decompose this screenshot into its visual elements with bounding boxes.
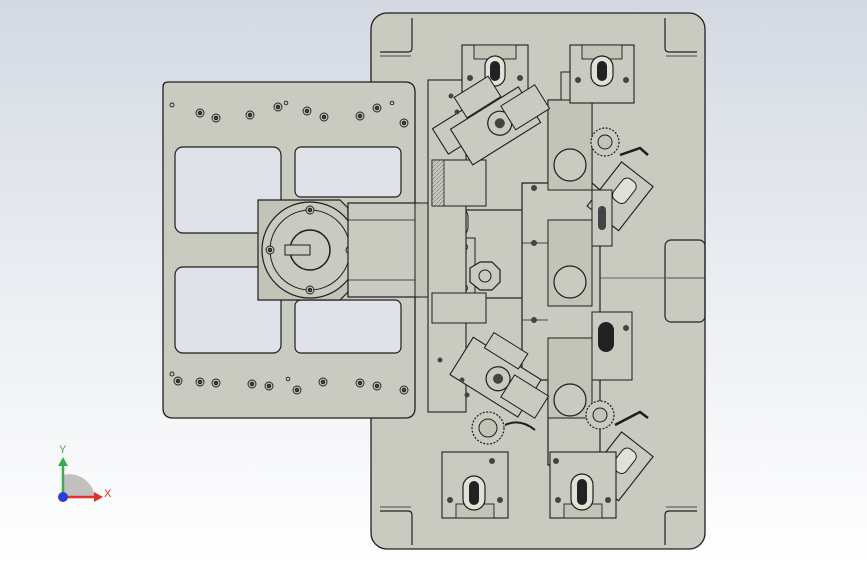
z-axis-dot [58, 492, 68, 502]
toggle-clamp-top-left[interactable] [425, 58, 554, 173]
y-arrow-icon [58, 457, 68, 466]
side-block-right-upper [591, 189, 613, 247]
axis-triad: X Y [58, 444, 112, 502]
z-arc [63, 474, 95, 497]
clamp-block-top-right[interactable] [569, 44, 635, 104]
x-axis-label: X [104, 488, 112, 500]
hole-row-top [169, 100, 409, 128]
rotary-flange[interactable] [257, 199, 359, 301]
gear-cluster-bottom-left [471, 411, 536, 445]
clamp-block-bottom-right[interactable] [549, 451, 617, 519]
y-axis-label: Y [59, 444, 67, 456]
clamp-block-bottom-left[interactable] [441, 451, 509, 519]
x-arrow-icon [94, 492, 103, 502]
side-block-right-lower [591, 311, 633, 381]
base-bolts [437, 93, 470, 398]
center-spine[interactable] [521, 71, 601, 466]
toggle-clamp-bottom-left[interactable] [449, 325, 562, 425]
hole-row-bottom [169, 371, 409, 395]
